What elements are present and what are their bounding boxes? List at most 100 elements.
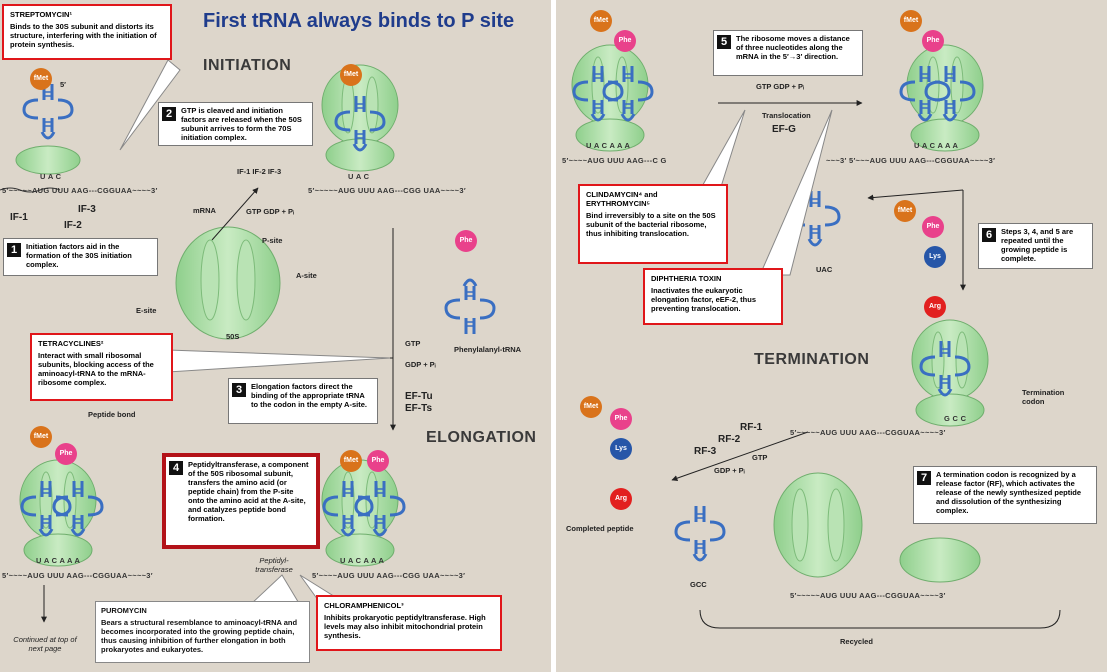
gdp-term-label: GDP + Pᵢ bbox=[714, 466, 745, 475]
translocation-label: Translocation bbox=[762, 111, 811, 120]
mrna-seq-elong1: 5′~~~~AUG UUU AAG---CGGUAA~~~~3′ bbox=[2, 571, 153, 580]
step-2-text: GTP is cleaved and initiation factors ar… bbox=[181, 106, 302, 142]
gtp-gdp-init: GTP GDP + Pᵢ bbox=[246, 207, 295, 216]
codon-pair-trans1: U A C A A A bbox=[586, 141, 631, 150]
step-1-number: 1 bbox=[7, 243, 21, 257]
gtp-label: GTP bbox=[405, 339, 421, 348]
fmet-circle-init: fMet bbox=[30, 68, 52, 90]
step-7: 7 A termination codon is recognized by a… bbox=[913, 466, 1097, 524]
if-release-label: IF-1 IF-2 IF-3 bbox=[237, 167, 282, 176]
fmet-circle-70s: fMet bbox=[340, 64, 362, 86]
puromycin-name: PUROMYCIN bbox=[101, 606, 147, 615]
streptomycin-name: STREPTOMYCIN¹ bbox=[10, 10, 72, 19]
lys-circle-chain: Lys bbox=[924, 246, 946, 268]
mrna-seq-trans1: 5′~~~~AUG UUU AAG---C G bbox=[562, 156, 667, 165]
fmet-circle-trans1: fMet bbox=[590, 10, 612, 32]
mrna-seq-term1: 5′~~~~~AUG UUU AAG---CGGUAA~~~~3′ bbox=[790, 428, 946, 437]
tetracyclines-box: TETRACYCLINES² Interact with small ribos… bbox=[30, 333, 173, 401]
diphtheria-name: DIPHTHERIA TOXIN bbox=[651, 274, 722, 283]
phe-circle-elong1: Phe bbox=[55, 443, 77, 465]
peptide-bond-label: Peptide bond bbox=[88, 410, 136, 419]
fmet-circle-trans2: fMet bbox=[900, 10, 922, 32]
ef-g-label: EF-G bbox=[772, 124, 796, 135]
step-3: 3 Elongation factors direct the binding … bbox=[228, 378, 378, 424]
fmet-circle-chain: fMet bbox=[894, 200, 916, 222]
mrna-seq-trans2: ~~~3′ 5′~~~AUG UUU AAG---CGGUAA~~~~3′ bbox=[826, 156, 996, 165]
section-initiation: INITIATION bbox=[203, 57, 292, 74]
phe-circle-elong2: Phe bbox=[367, 450, 389, 472]
diphtheria-text: Inactivates the eukaryotic elongation fa… bbox=[651, 286, 757, 313]
clindamycin-text: Bind irreversibly to a site on the 50S s… bbox=[586, 211, 716, 238]
step-4-text: Peptidyltransferase, a component of the … bbox=[188, 460, 309, 523]
clindamycin-name: CLINDAMYCIN⁴ and ERYTHROMYCIN⁵ bbox=[586, 190, 658, 208]
step-2-number: 2 bbox=[162, 107, 176, 121]
step-7-number: 7 bbox=[917, 471, 931, 485]
codon-uac-init: U A C bbox=[40, 172, 62, 181]
gcc-free-label: GCC bbox=[690, 580, 707, 589]
gtp-term-label: GTP bbox=[752, 453, 768, 462]
a-site-label: A-site bbox=[296, 271, 317, 280]
step-6: 6 Steps 3, 4, and 5 are repeated until t… bbox=[978, 223, 1093, 269]
termination-codon-label: Termination codon bbox=[1022, 388, 1065, 406]
mrna-label: mRNA bbox=[193, 206, 216, 215]
arg-circle-done: Arg bbox=[610, 488, 632, 510]
step-3-text: Elongation factors direct the binding of… bbox=[251, 382, 367, 409]
phe-circle-chain: Phe bbox=[922, 216, 944, 238]
codon-uac-70s: U A C bbox=[348, 172, 370, 181]
fmet-circle-done: fMet bbox=[580, 396, 602, 418]
50s-label: 50S bbox=[226, 332, 240, 341]
step-1: 1 Initiation factors aid in the formatio… bbox=[3, 238, 158, 276]
phe-circle-done: Phe bbox=[610, 408, 632, 430]
section-termination: TERMINATION bbox=[754, 351, 870, 368]
ef-ts-label: EF-Ts bbox=[405, 403, 433, 414]
five-prime-label: 5′ bbox=[60, 80, 66, 89]
puromycin-box: PUROMYCIN Bears a structural resemblance… bbox=[95, 601, 310, 663]
step-1-text: Initiation factors aid in the formation … bbox=[26, 242, 132, 269]
codon-pair-elong2: U A C A A A bbox=[340, 556, 385, 565]
mrna-seq-elong2: 5′~~~~AUG UUU AAG---CGG UAA~~~~3′ bbox=[312, 571, 466, 580]
streptomycin-box: STREPTOMYCIN¹ Binds to the 30S subunit a… bbox=[2, 4, 172, 60]
fmet-circle-elong1: fMet bbox=[30, 426, 52, 448]
e-site-label: E-site bbox=[136, 306, 157, 315]
lys-circle-done: Lys bbox=[610, 438, 632, 460]
step-7-text: A termination codon is recognized by a r… bbox=[936, 470, 1082, 515]
step-4-number: 4 bbox=[169, 461, 183, 475]
phe-circle-trans2: Phe bbox=[922, 30, 944, 52]
phe-circle-trans1: Phe bbox=[614, 30, 636, 52]
gtp-gdp-trans: GTP GDP + Pᵢ bbox=[756, 82, 805, 91]
if3-label: IF-3 bbox=[78, 204, 96, 215]
diphtheria-box: DIPHTHERIA TOXIN Inactivates the eukaryo… bbox=[643, 268, 783, 325]
phe-trna-label: Phenylalanyl-tRNA bbox=[454, 345, 522, 354]
step-3-number: 3 bbox=[232, 383, 246, 397]
arg-circle-chain: Arg bbox=[924, 296, 946, 318]
chloramphenicol-text: Inhibits prokaryotic peptidyltransferase… bbox=[324, 613, 486, 640]
step-2: 2 GTP is cleaved and initiation factors … bbox=[158, 102, 313, 146]
step-6-text: Steps 3, 4, and 5 are repeated until the… bbox=[1001, 227, 1074, 263]
recycled-label: Recycled bbox=[840, 637, 873, 646]
step-4: 4 Peptidyltransferase, a component of th… bbox=[162, 453, 320, 549]
gdp-label: GDP + Pᵢ bbox=[405, 360, 436, 369]
step-6-number: 6 bbox=[982, 228, 996, 242]
phe-circle-trna: Phe bbox=[455, 230, 477, 252]
rf2-label: RF-2 bbox=[718, 434, 741, 445]
fmet-circle-elong2: fMet bbox=[340, 450, 362, 472]
p-site-label: P-site bbox=[262, 236, 283, 245]
streptomycin-text: Binds to the 30S subunit and distorts it… bbox=[10, 22, 157, 49]
peptidyl-transferase-label: Peptidyl-transferase bbox=[255, 556, 293, 574]
mrna-seq-term2: 5′~~~~~AUG UUU AAG---CGGUAA~~~~3′ bbox=[790, 591, 946, 600]
page-title: First tRNA always binds to P site bbox=[203, 10, 515, 32]
if2-label: IF-2 bbox=[64, 220, 82, 231]
mrna-seq-init1: 5′~~~~~AUG UUU AAG---CGGUAA~~~~3′ bbox=[2, 186, 158, 195]
rf1-label: RF-1 bbox=[740, 422, 763, 433]
chloramphenicol-name: CHLORAMPHENICOL³ bbox=[324, 601, 404, 610]
continued-label: Continued at top of next page bbox=[13, 635, 77, 653]
ef-tu-label: EF-Tu bbox=[405, 391, 433, 402]
codon-gcc-term: G C C bbox=[944, 414, 967, 423]
section-elongation: ELONGATION bbox=[426, 429, 537, 446]
uac-free-label: UAC bbox=[816, 265, 833, 274]
chloramphenicol-box: CHLORAMPHENICOL³ Inhibits prokaryotic pe… bbox=[316, 595, 502, 651]
codon-pair-trans2: U A C A A A bbox=[914, 141, 959, 150]
tetracyclines-name: TETRACYCLINES² bbox=[38, 339, 104, 348]
